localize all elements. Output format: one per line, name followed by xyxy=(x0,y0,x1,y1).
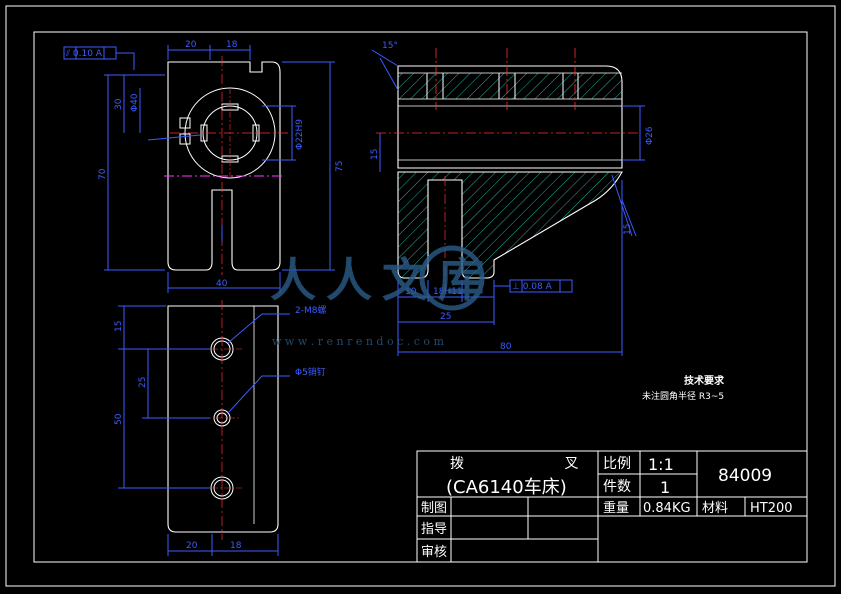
dim-bottom-v2: 25 xyxy=(138,377,148,388)
dim-bottom-left: 20 xyxy=(186,541,198,551)
weight-label: 重量 xyxy=(603,500,629,516)
dim-section-overall: 80 xyxy=(500,342,512,352)
dim-section-angle: 15° xyxy=(382,41,398,51)
dim-front-upper-left: 30 xyxy=(114,98,124,110)
callout-holes: 2-M8螺 xyxy=(295,305,326,316)
drawing-code: 84009 xyxy=(718,466,772,486)
material-value: HT200 xyxy=(750,501,793,516)
watermark-logo-text: 人人文库 xyxy=(270,253,494,307)
weight-value: 0.84KG xyxy=(643,501,691,516)
dim-section-right-small: 15 xyxy=(623,224,633,235)
tech-req-title: 技术要求 xyxy=(684,374,725,387)
watermark-url: w w w . r e n r e n d o c . c o m xyxy=(272,335,444,348)
title-block xyxy=(416,450,808,563)
scale-label: 比例 xyxy=(603,456,631,472)
qty-label: 件数 xyxy=(603,479,631,495)
bottom-view: 15 25 50 20 18 2-M8螺 Φ5销钉 xyxy=(114,300,326,556)
dim-section-w2: 18H11 xyxy=(433,287,463,297)
tolerance-frame: ⫽ 0.10 A xyxy=(65,49,103,59)
dim-front-bore-b: Φ22H9 xyxy=(295,119,305,150)
callout-pin: Φ5销钉 xyxy=(295,366,326,378)
qty-value: 1 xyxy=(660,478,670,497)
dim-section-w3: 25 xyxy=(440,312,451,322)
section-view: 15° 15 Φ26 15 10 18H11 25 80 ⊥ 0.08 A xyxy=(370,41,655,356)
dim-bottom-v3: 50 xyxy=(114,413,124,425)
dim-front-top-left: 20 xyxy=(185,40,197,50)
watermark: 人人文库 w w w . r e n r e n d o c . c o m xyxy=(270,245,494,348)
dim-bottom-v1: 15 xyxy=(114,321,124,332)
drawn-label: 制图 xyxy=(421,501,447,516)
check-label: 审核 xyxy=(421,545,447,560)
part-name: 拨 叉 xyxy=(450,456,626,472)
dim-front-bottom-width: 40 xyxy=(216,279,228,289)
part-subtitle: (CA6140车床) xyxy=(446,477,567,498)
guide-label: 指导 xyxy=(421,522,447,537)
dim-front-height-left: 70 xyxy=(98,168,108,180)
dim-section-height: 15 xyxy=(370,149,380,160)
dim-bottom-right: 18 xyxy=(230,541,242,551)
tolerance-frame-2: ⊥ 0.08 A xyxy=(512,282,553,292)
dim-front-height-right: 75 xyxy=(335,161,345,172)
dim-section-w1: 10 xyxy=(405,287,417,297)
dim-front-bore-a: Φ40 xyxy=(130,93,140,112)
material-label: 材料 xyxy=(702,501,728,516)
dim-front-top-right: 18 xyxy=(226,40,238,50)
outer-border xyxy=(5,5,836,587)
front-view: ⫽ 0.10 A 20 18 70 75 xyxy=(63,40,345,293)
scale-value: 1:1 xyxy=(648,455,674,474)
dim-section-dia: Φ26 xyxy=(645,126,655,145)
tech-req-body: 未注圆角半径 R3~5 xyxy=(642,390,724,402)
